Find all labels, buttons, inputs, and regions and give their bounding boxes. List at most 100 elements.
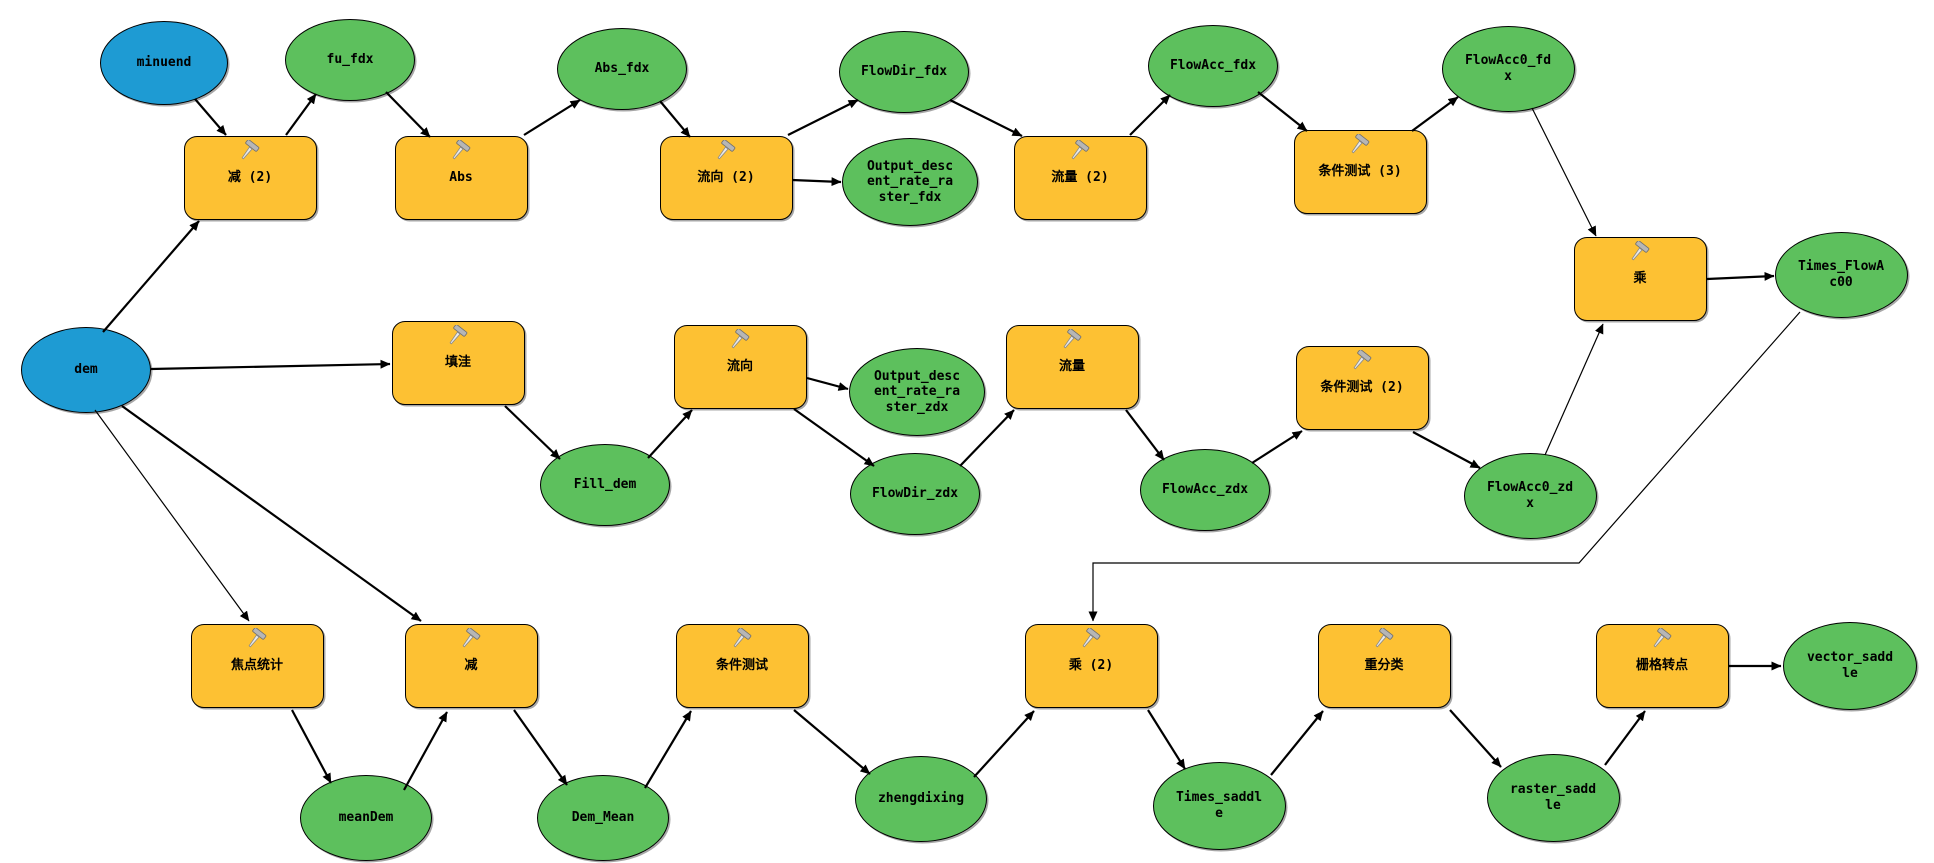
tool-fill[interactable]: 填洼	[391, 321, 525, 405]
tool-abs[interactable]: Abs	[394, 136, 528, 220]
data-dem[interactable]: dem	[21, 327, 151, 413]
tool-flow-direction[interactable]: 流向	[673, 325, 807, 409]
connector-times-saddle-to-reclassify	[1270, 710, 1324, 776]
connector-dem-to-minus	[121, 405, 422, 622]
data-times-saddle[interactable]: Times_saddle	[1152, 762, 1286, 850]
connector-dem-to-focal-statistics	[94, 409, 250, 622]
connector-flow-direction-2-to-flowdir-fdx	[787, 99, 859, 136]
node-label: minuend	[136, 55, 192, 71]
data-flowacc-fdx[interactable]: FlowAcc_fdx	[1148, 25, 1278, 107]
connector-flowdir-fdx-to-flow-accumulation-2	[949, 99, 1023, 137]
data-raster-saddle[interactable]: raster_saddle	[1486, 754, 1620, 842]
hammer-icon	[1628, 240, 1652, 269]
data-meandem[interactable]: meanDem	[300, 775, 432, 861]
node-label: Output_descent_rate_raster_fdx	[866, 158, 954, 205]
connector-flowacc0-fdx-to-times	[1531, 107, 1597, 237]
node-label: FlowDir_zdx	[871, 486, 959, 502]
tool-raster-to-point[interactable]: 栅格转点	[1595, 624, 1729, 708]
node-label: FlowAcc_fdx	[1169, 58, 1257, 74]
node-label: zhengdixing	[877, 791, 965, 807]
node-label: 焦点统计	[230, 658, 283, 674]
hammer-icon	[1372, 627, 1396, 656]
node-label: 条件测试 (3)	[1318, 164, 1402, 180]
connector-zhengdixing-to-times-2	[973, 710, 1035, 778]
connector-flow-accumulation-2-to-flowacc-fdx	[1129, 94, 1171, 136]
hammer-icon	[238, 139, 262, 168]
node-label: raster_saddle	[1509, 782, 1597, 813]
node-label: Abs	[449, 170, 473, 186]
data-abs-fdx[interactable]: Abs_fdx	[557, 28, 687, 110]
tool-times-2[interactable]: 乘 (2)	[1024, 624, 1158, 708]
data-flowdir-zdx[interactable]: FlowDir_zdx	[850, 453, 980, 535]
node-label: Times_FlowAc00	[1797, 259, 1885, 290]
tool-reclassify[interactable]: 重分类	[1317, 624, 1451, 708]
tool-flow-accumulation[interactable]: 流量	[1005, 325, 1139, 409]
tool-con-test[interactable]: 条件测试	[675, 624, 809, 708]
node-label: 流向 (2)	[697, 170, 755, 186]
node-label: fu_fdx	[326, 52, 374, 68]
node-label: Times_saddle	[1175, 790, 1263, 821]
node-label: 条件测试 (2)	[1320, 380, 1404, 396]
tool-flow-accumulation-2[interactable]: 流量 (2)	[1013, 136, 1147, 220]
node-label: FlowAcc_zdx	[1161, 482, 1249, 498]
tool-con-test-3[interactable]: 条件测试 (3)	[1293, 130, 1427, 214]
connector-flowacc-fdx-to-con-test-3	[1257, 91, 1308, 132]
connector-abs-to-abs-fdx	[523, 99, 581, 136]
node-label: FlowDir_fdx	[860, 64, 948, 80]
data-minuend[interactable]: minuend	[100, 21, 228, 105]
data-output-descent-rate-raster-fdx[interactable]: Output_descent_rate_raster_fdx	[842, 138, 978, 226]
hammer-icon	[1350, 349, 1374, 378]
data-fu-fdx[interactable]: fu_fdx	[285, 19, 415, 101]
data-output-descent-rate-raster-zdx[interactable]: Output_descent_rate_raster_zdx	[849, 348, 985, 436]
connector-dem-mean-to-con-test	[644, 710, 692, 789]
hammer-icon	[1348, 133, 1372, 162]
connector-con-test-3-to-flowacc0-fdx	[1411, 96, 1459, 132]
node-label: Abs_fdx	[594, 61, 650, 77]
connector-minus-2-to-fu-fdx	[285, 93, 317, 136]
connector-minus-to-dem-mean	[513, 709, 568, 786]
node-label: 流量	[1058, 359, 1085, 375]
data-dem-mean[interactable]: Dem_Mean	[537, 775, 669, 861]
tool-times[interactable]: 乘	[1573, 237, 1707, 321]
node-label: vector_saddle	[1806, 650, 1894, 681]
data-vector-saddle[interactable]: vector_saddle	[1783, 622, 1917, 710]
connector-flow-direction-to-output-descent-zdx	[806, 376, 849, 391]
node-label: 流量 (2)	[1051, 170, 1109, 186]
hammer-icon	[245, 627, 269, 656]
connector-abs-fdx-to-flow-direction-2	[659, 100, 691, 138]
data-fill-dem[interactable]: Fill_dem	[540, 444, 670, 526]
hammer-icon	[730, 627, 754, 656]
hammer-icon	[1068, 139, 1092, 168]
connector-con-test-to-zhengdixing	[793, 709, 871, 775]
tool-minus-2[interactable]: 减 (2)	[183, 136, 317, 220]
hammer-icon	[446, 324, 470, 353]
tool-minus[interactable]: 减	[404, 624, 538, 708]
connector-minuend-to-minus-2	[194, 98, 227, 136]
connector-dem-to-fill	[150, 359, 391, 371]
node-label: FlowAcc0_fdx	[1464, 53, 1552, 84]
data-times-flowac00[interactable]: Times_FlowAc00	[1774, 232, 1908, 318]
tool-focal-statistics[interactable]: 焦点统计	[190, 624, 324, 708]
tool-flow-direction-2[interactable]: 流向 (2)	[659, 136, 793, 220]
node-label: 条件测试	[715, 658, 768, 674]
data-flowdir-fdx[interactable]: FlowDir_fdx	[839, 31, 969, 113]
connector-con-test-2-to-flowacc0-zdx	[1412, 431, 1481, 469]
connector-times-to-times-flowac00	[1706, 271, 1775, 281]
connector-meandem-to-minus	[403, 711, 448, 791]
data-zhengdixing[interactable]: zhengdixing	[855, 756, 987, 842]
tool-con-test-2[interactable]: 条件测试 (2)	[1295, 346, 1429, 430]
connector-times-2-to-times-saddle	[1147, 709, 1186, 770]
connector-flowacc-zdx-to-con-test-2	[1251, 430, 1303, 464]
hammer-icon	[1079, 627, 1103, 656]
hammer-icon	[728, 328, 752, 357]
data-flowacc0-zdx[interactable]: FlowAcc0_zdx	[1463, 453, 1597, 539]
node-label: Output_descent_rate_raster_zdx	[873, 368, 961, 415]
node-label: dem	[74, 362, 98, 378]
connector-focal-statistics-to-meandem	[291, 709, 332, 784]
data-flowacc0-fdx[interactable]: FlowAcc0_fdx	[1441, 26, 1575, 112]
data-flowacc-zdx[interactable]: FlowAcc_zdx	[1140, 449, 1270, 531]
node-label: FlowAcc0_zdx	[1486, 480, 1574, 511]
connector-dem-to-minus-2	[102, 220, 200, 333]
